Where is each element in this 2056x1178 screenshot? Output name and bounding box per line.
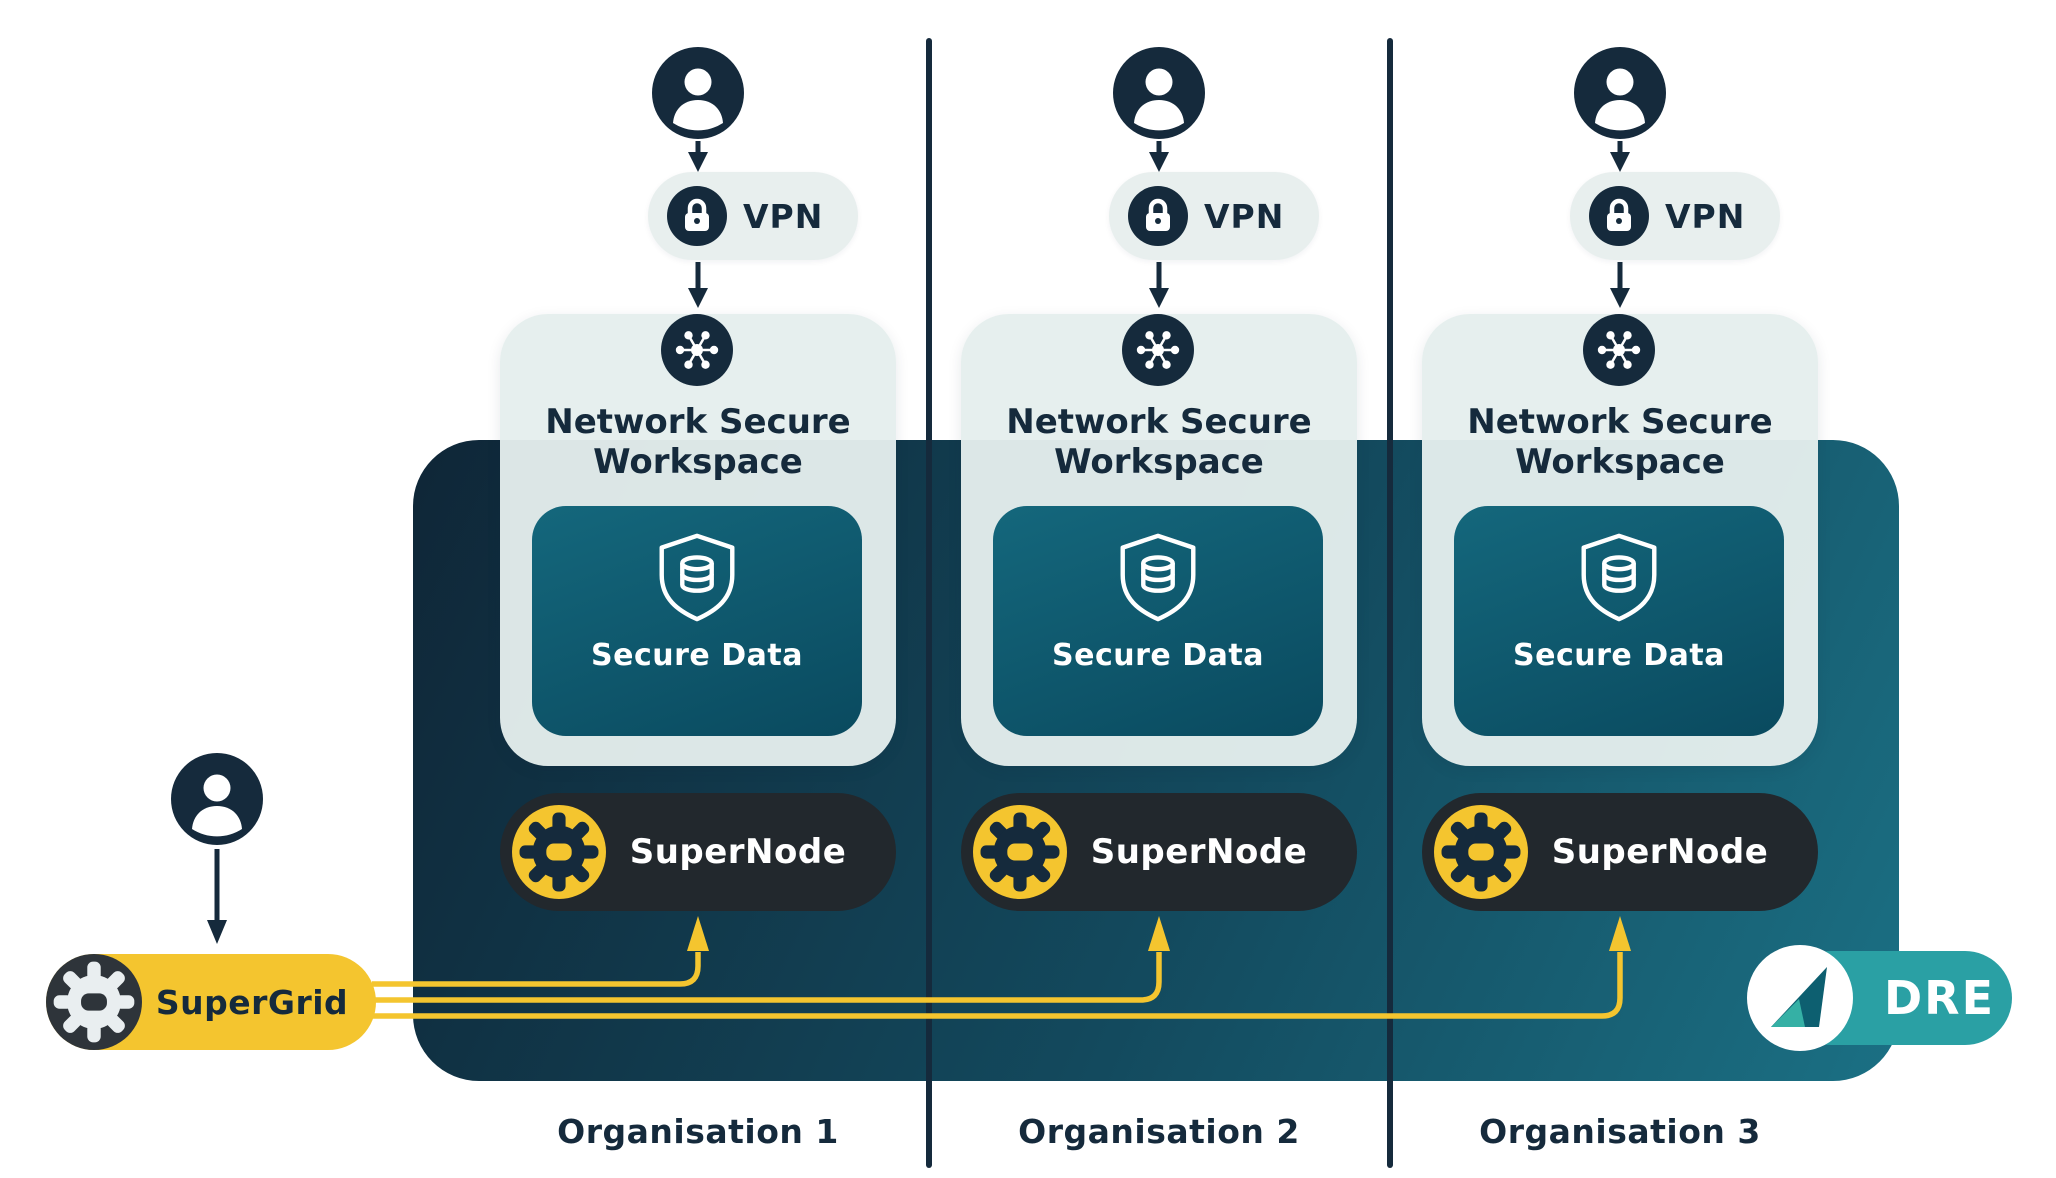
secure-data-label: Secure Data: [1513, 638, 1725, 673]
gear-icon: [512, 805, 606, 899]
workspace-title: Network Secure Workspace: [1006, 402, 1312, 482]
organisation-2-column: VPN Network Secure Workspace Secure Data…: [960, 0, 1358, 1178]
gear-icon: [46, 954, 142, 1050]
lock-icon: [1589, 186, 1649, 246]
dre-triangle-icon: [1747, 945, 1853, 1051]
org-separator-line-1: [926, 38, 932, 1168]
vpn-label: VPN: [1665, 196, 1746, 236]
gear-icon: [973, 805, 1067, 899]
supernode-badge: SuperNode: [961, 793, 1357, 911]
user-icon: [171, 753, 263, 845]
shield-database-icon: [1109, 528, 1207, 626]
organisation-1-column: VPN Network Secure Workspace Secure Data…: [499, 0, 897, 1178]
workspace-title: Network Secure Workspace: [1467, 402, 1773, 482]
supernode-badge: SuperNode: [1422, 793, 1818, 911]
user-icon: [1574, 47, 1666, 139]
secure-data-label: Secure Data: [1052, 638, 1264, 673]
organisation-label: Organisation 2: [1018, 1112, 1300, 1151]
secure-data-card: Secure Data: [993, 506, 1323, 736]
shield-database-icon: [648, 528, 746, 626]
vpn-badge: VPN: [648, 172, 858, 260]
vpn-label: VPN: [1204, 196, 1285, 236]
shield-database-icon: [1570, 528, 1668, 626]
supergrid-label: SuperGrid: [155, 982, 349, 1022]
supernode-label: SuperNode: [629, 832, 847, 872]
lock-icon: [667, 186, 727, 246]
secure-data-card: Secure Data: [1454, 506, 1784, 736]
secure-data-card: Secure Data: [532, 506, 862, 736]
vpn-badge: VPN: [1570, 172, 1780, 260]
user-icon: [1113, 47, 1205, 139]
dre-logo: DRE: [1747, 945, 2012, 1051]
lock-icon: [1128, 186, 1188, 246]
supernode-label: SuperNode: [1551, 832, 1769, 872]
workspace-title: Network Secure Workspace: [545, 402, 851, 482]
secure-data-label: Secure Data: [591, 638, 803, 673]
supergrid-badge: SuperGrid: [46, 954, 376, 1050]
organisation-3-column: VPN Network Secure Workspace Secure Data…: [1421, 0, 1819, 1178]
network-hub-icon: [1122, 314, 1194, 386]
network-hub-icon: [1583, 314, 1655, 386]
supernode-badge: SuperNode: [500, 793, 896, 911]
org-separator-line-2: [1387, 38, 1393, 1168]
user-icon: [652, 47, 744, 139]
dre-logo-text: DRE: [1883, 971, 1996, 1025]
supernode-label: SuperNode: [1090, 832, 1308, 872]
gear-icon: [1434, 805, 1528, 899]
organisation-label: Organisation 1: [557, 1112, 839, 1151]
network-hub-icon: [661, 314, 733, 386]
vpn-badge: VPN: [1109, 172, 1319, 260]
organisation-label: Organisation 3: [1479, 1112, 1761, 1151]
vpn-label: VPN: [743, 196, 824, 236]
